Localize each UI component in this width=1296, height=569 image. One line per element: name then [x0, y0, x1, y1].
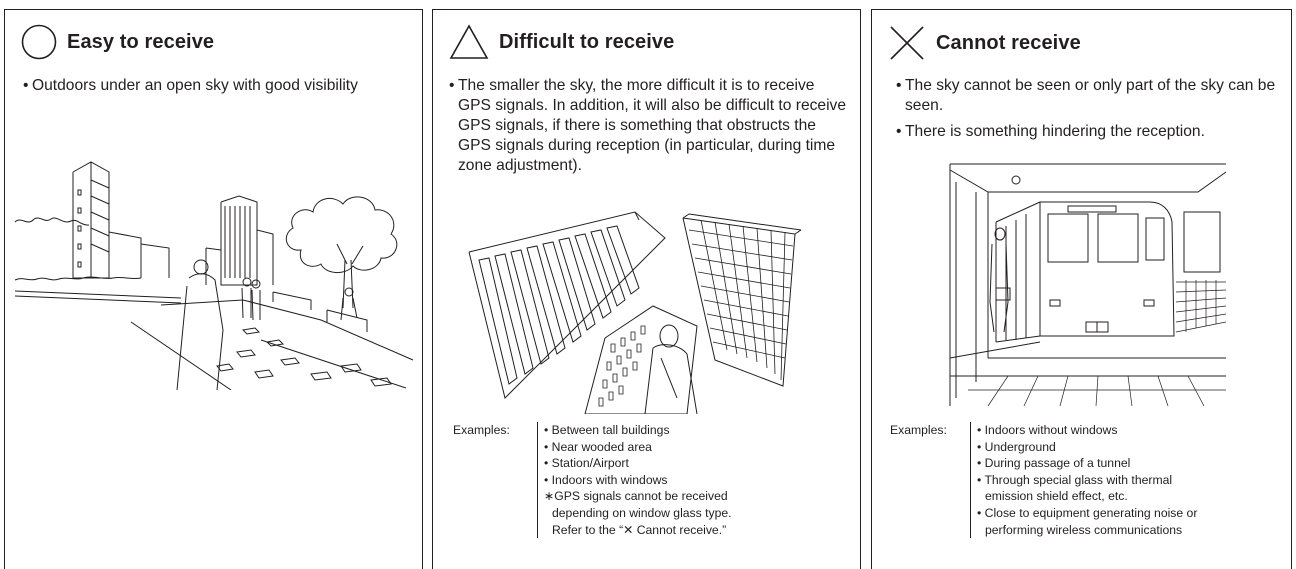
example-item: • Underground	[977, 439, 1056, 454]
triangle-icon	[449, 24, 489, 60]
example-item: • Through special glass with thermal emi…	[977, 472, 1173, 504]
examples-label: Examples:	[453, 423, 510, 437]
example-item: • Indoors without windows	[977, 423, 1118, 437]
bullet-item: The smaller the sky, the more difficult …	[449, 76, 847, 176]
cross-icon	[888, 24, 926, 62]
note-line: depending on window glass type.	[552, 505, 732, 520]
examples-label: Examples:	[890, 423, 947, 437]
examples-list: • Between tall buildings • Near wooded a…	[537, 422, 732, 539]
example-item: • Between tall buildings	[544, 423, 670, 437]
example-item: • Near wooded area	[544, 439, 652, 454]
panel-difficult-to-receive: Difficult to receive The smaller the sky…	[432, 9, 861, 569]
bullet-list: The smaller the sky, the more difficult …	[449, 76, 847, 176]
note-line: ∗GPS signals cannot be received	[544, 489, 728, 504]
example-item: • Station/Airport	[544, 456, 629, 471]
panel-header: Difficult to receive	[449, 24, 674, 60]
tall-buildings-illustration	[465, 208, 835, 414]
example-item: • During passage of a tunnel	[977, 456, 1131, 471]
panel-header: Easy to receive	[21, 24, 214, 60]
subway-station-illustration	[948, 162, 1228, 408]
bullet-list: The sky cannot be seen or only part of t…	[896, 76, 1286, 142]
example-item: • Indoors with windows	[544, 472, 668, 487]
bullet-list: Outdoors under an open sky with good vis…	[23, 76, 403, 96]
example-item: • Close to equipment generating noise or…	[977, 505, 1198, 537]
panel-title: Cannot receive	[936, 31, 1081, 54]
note-line: Refer to the “✕ Cannot receive.”	[552, 522, 727, 537]
panel-title: Easy to receive	[67, 30, 215, 53]
examples-list: • Indoors without windows • Underground …	[970, 422, 1277, 539]
park-illustration	[11, 160, 417, 390]
panel-cannot-receive: Cannot receive The sky cannot be seen or…	[871, 9, 1292, 569]
panel-easy-to-receive: Easy to receive Outdoors under an open s…	[4, 9, 423, 569]
bullet-item: The sky cannot be seen or only part of t…	[896, 76, 1286, 116]
panel-title: Difficult to receive	[499, 30, 675, 53]
panel-header: Cannot receive	[888, 24, 1081, 62]
bullet-item: There is something hindering the recepti…	[896, 122, 1286, 142]
circle-icon	[21, 24, 57, 60]
bullet-item: Outdoors under an open sky with good vis…	[23, 76, 403, 96]
